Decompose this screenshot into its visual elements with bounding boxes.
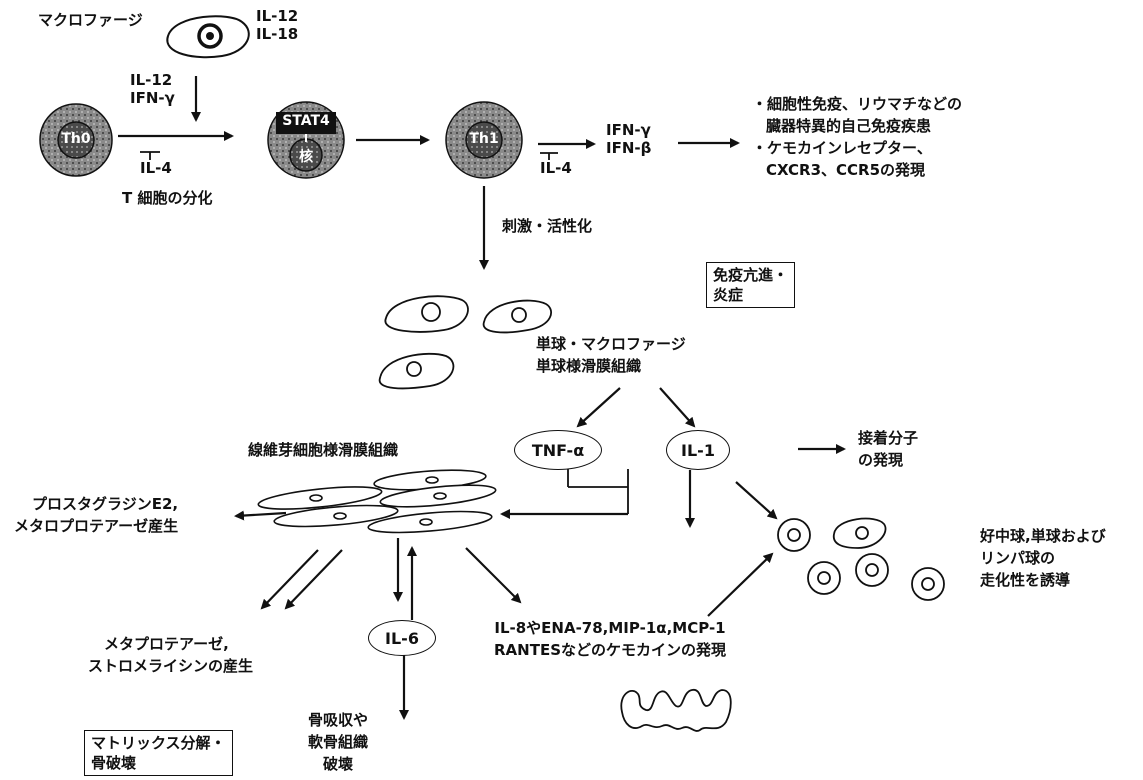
matrix-degradation-box: マトリックス分解・ 骨破壊 xyxy=(84,730,233,776)
arrow-chemokines xyxy=(466,548,520,602)
outcome-line-3: ・ケモカインレセプター、 xyxy=(752,138,932,158)
inducer-ifn-gamma: IFN-γ xyxy=(130,88,175,108)
macrophage-cell-icon xyxy=(167,16,249,57)
stat4-label: STAT4 xyxy=(276,113,336,129)
macrophage-cytokine-1: IL-12 xyxy=(256,6,298,26)
th0-label: Th0 xyxy=(58,131,94,147)
metalloprotease-line-2: ストロメライシンの産生 xyxy=(88,656,253,676)
stimulation-label: 刺激・活性化 xyxy=(502,216,592,236)
th1-product-ifn-beta: IFN-β xyxy=(606,138,651,158)
prostaglandin-line-1: プロスタグラジンE2, xyxy=(32,494,178,514)
bone-resorption-line-2: 軟骨組織 xyxy=(298,732,378,752)
adhesion-line-2: の発現 xyxy=(858,450,903,470)
outcome-line-1: ・細胞性免疫、リウマチなどの xyxy=(752,94,962,114)
il1-node: IL-1 xyxy=(666,430,730,470)
chemotaxis-line-3: 走化性を誘導 xyxy=(980,570,1070,590)
bone-resorption-line-1: 骨吸収や xyxy=(298,710,378,730)
immune-box-line-1: 免疫亢進・ xyxy=(713,265,788,285)
arrow-metallo-1 xyxy=(262,550,318,608)
inhibitor-il4-2: IL-4 xyxy=(540,158,572,178)
inhibitor-il4-1: IL-4 xyxy=(140,158,172,178)
monocyte-cell-icon xyxy=(380,296,551,388)
chemokine-line-2: RANTESなどのケモカインの発現 xyxy=(460,640,760,660)
monocyte-label-1: 単球・マクロファージ xyxy=(536,334,686,354)
immune-inflammation-box: 免疫亢進・ 炎症 xyxy=(706,262,795,308)
differentiation-label: T 細胞の分化 xyxy=(122,188,212,208)
inducer-il12: IL-12 xyxy=(130,70,172,90)
chemotaxis-line-2: リンパ球の xyxy=(980,548,1055,568)
nucleus-label: 核 xyxy=(292,146,320,166)
cartilage-tissue-icon xyxy=(621,690,730,731)
adhesion-line-1: 接着分子 xyxy=(858,428,918,448)
immune-box-line-2: 炎症 xyxy=(713,285,788,305)
bone-resorption-line-3: 破壊 xyxy=(298,754,378,774)
tnf-alpha-node: TNF-α xyxy=(514,430,602,470)
arrow-to-tnf xyxy=(578,388,620,426)
arrow-metallo-2 xyxy=(286,550,342,608)
fibroblast-label: 線維芽細胞様滑膜組織 xyxy=(248,440,398,460)
tnf-il1-connector xyxy=(568,469,628,514)
th1-product-ifn-gamma: IFN-γ xyxy=(606,120,651,140)
chemotaxis-line-1: 好中球,単球および xyxy=(980,526,1106,546)
arrow-prostaglandin xyxy=(236,513,286,516)
matrix-box-line-1: マトリックス分解・ xyxy=(91,733,226,753)
metalloprotease-line-1: メタプロテアーゼ, xyxy=(104,634,229,654)
arrow-chemokine-cells xyxy=(708,554,772,616)
il6-node: IL-6 xyxy=(368,620,436,656)
chemokine-line-1: IL-8やENA-78,MIP-1α,MCP-1 xyxy=(460,618,760,638)
arrow-to-il1 xyxy=(660,388,694,426)
matrix-box-line-2: 骨破壊 xyxy=(91,753,226,773)
monocyte-label-2: 単球様滑膜組織 xyxy=(536,356,641,376)
leukocyte-cells-icon xyxy=(778,519,944,600)
outcome-line-2: 臓器特異的自己免疫疾患 xyxy=(766,116,931,136)
macrophage-cytokine-2: IL-18 xyxy=(256,24,298,44)
prostaglandin-line-2: メタロプロテアーゼ産生 xyxy=(14,516,178,536)
th1-label: Th1 xyxy=(466,131,502,147)
macrophage-label: マクロファージ xyxy=(38,10,143,30)
outcome-line-4: CXCR3、CCR5の発現 xyxy=(766,160,925,180)
arrow-il1-to-cells xyxy=(736,482,776,518)
fibroblast-cell-icon xyxy=(257,467,496,536)
